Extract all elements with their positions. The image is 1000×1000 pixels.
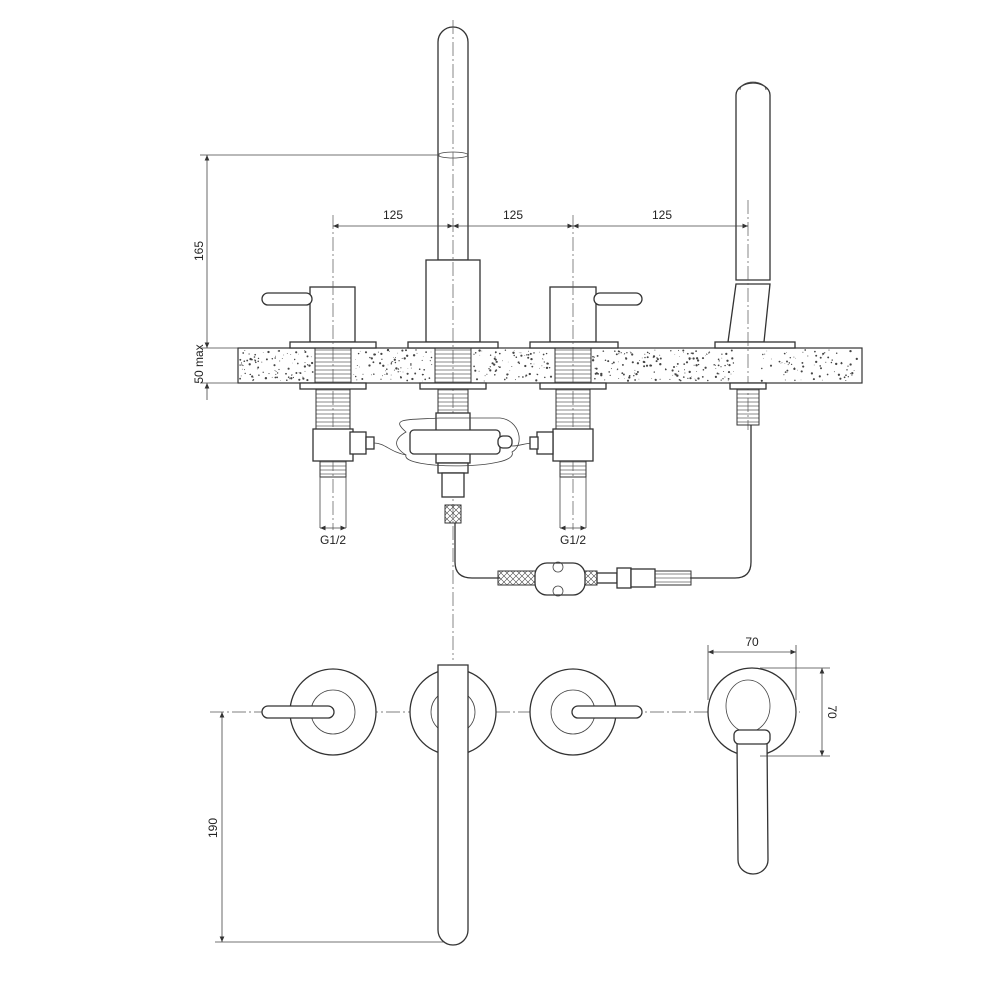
dim-spout-projection: 190 [206, 818, 220, 838]
countertop-speckle [239, 348, 858, 382]
dim-rose-depth: 70 [825, 705, 839, 719]
dim-spout-height: 165 [192, 241, 206, 261]
hand-shower-plan [707, 667, 797, 875]
dim-spacing-right: 125 [652, 208, 672, 222]
right-valve-plan [529, 668, 643, 756]
elevation-view: 125 125 125 165 50 max G1/2 G1/2 [192, 20, 863, 660]
left-valve-plan [261, 668, 377, 756]
plan-view: 70 70 190 [206, 635, 839, 946]
dim-spacing-left: 125 [383, 208, 403, 222]
dim-connection-left: G1/2 [320, 533, 346, 547]
dim-deck-thickness: 50 max [192, 344, 206, 383]
spout-plan [409, 664, 497, 946]
dim-rose-width: 70 [745, 635, 759, 649]
plan-dimension-lines [215, 645, 830, 943]
shanks [299, 347, 767, 528]
spout [407, 20, 499, 660]
dimension-lines [200, 154, 748, 531]
shower-hose [454, 425, 752, 597]
dim-connection-right: G1/2 [560, 533, 586, 547]
hand-shower [714, 81, 796, 430]
right-valve [529, 215, 643, 530]
dim-spacing-middle: 125 [503, 208, 523, 222]
